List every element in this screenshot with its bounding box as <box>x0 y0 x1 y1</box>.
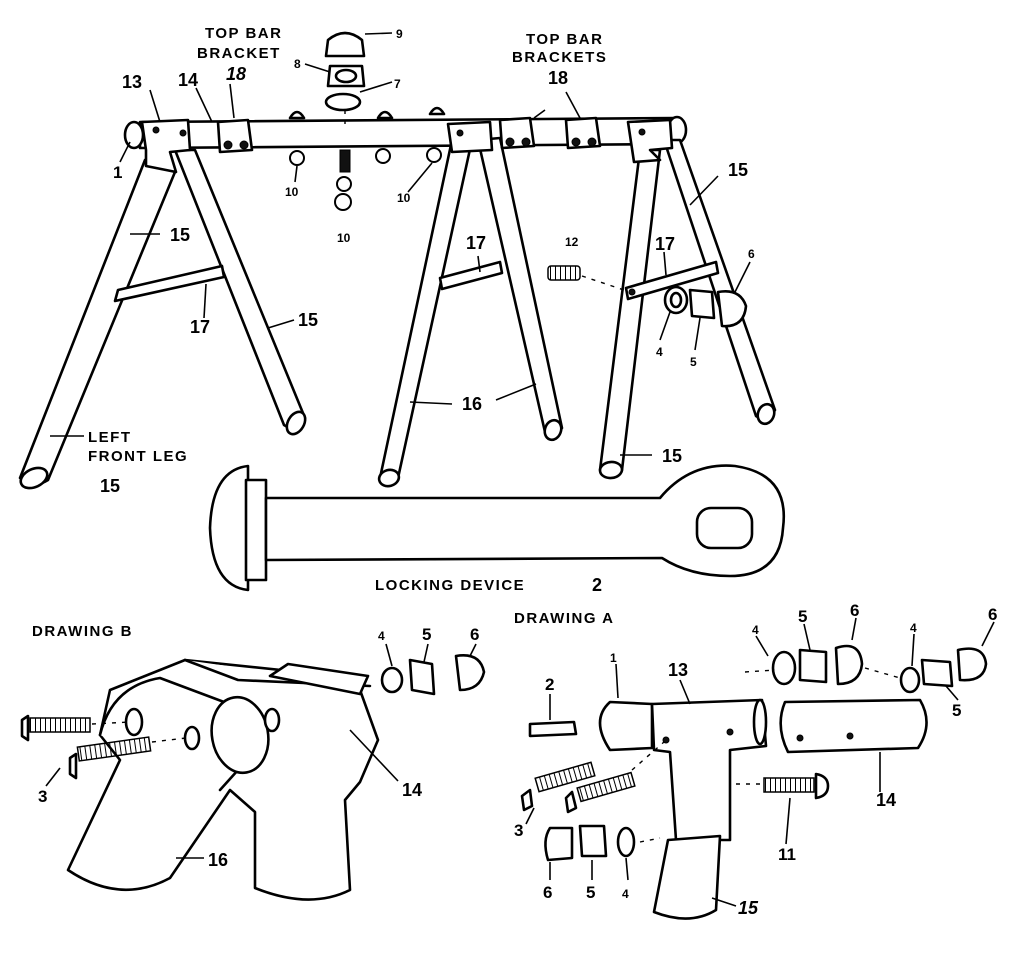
left-a-frame <box>18 148 307 490</box>
left-front-leg-caption-line2: FRONT LEG <box>88 448 188 465</box>
label-15-left-back: 15 <box>298 310 318 330</box>
a-label-2: 2 <box>545 675 554 694</box>
drawing-a-part-numbers: 1 2 3 4 4 4 5 5 5 6 6 6 11 13 14 15 <box>514 601 997 918</box>
label-18-right: 18 <box>548 68 568 88</box>
a-label-4-lower: 4 <box>622 887 629 901</box>
main-part-numbers: 1 2 4 5 6 7 8 9 10 10 10 12 13 14 15 15 … <box>100 27 755 595</box>
label-16: 16 <box>462 394 482 414</box>
label-15-right-back: 15 <box>728 160 748 180</box>
b-label-14: 14 <box>402 780 422 800</box>
label-5: 5 <box>690 355 697 369</box>
a-label-14: 14 <box>876 790 896 810</box>
label-15-left-front-leg: 15 <box>100 476 120 496</box>
a-label-5-upper-right: 5 <box>952 701 961 720</box>
right-a-frame <box>598 138 777 480</box>
label-10-center: 10 <box>337 231 351 245</box>
b-label-4: 4 <box>378 629 385 643</box>
top-bar-brackets-caption-line1: TOP BAR <box>526 31 603 48</box>
label-14: 14 <box>178 70 198 90</box>
swing-hangers <box>288 106 446 211</box>
a-label-1: 1 <box>610 651 617 665</box>
top-bar-bracket-caption-line1: TOP BAR <box>205 25 282 42</box>
label-6: 6 <box>748 247 755 261</box>
a-label-13: 13 <box>668 660 688 680</box>
a-label-5-upper-left: 5 <box>798 607 807 626</box>
a-label-3: 3 <box>514 821 523 840</box>
a-label-5-lower: 5 <box>586 883 595 902</box>
label-10-right: 10 <box>397 191 411 205</box>
a-label-4-upper-right: 4 <box>910 621 917 635</box>
label-13: 13 <box>122 72 142 92</box>
b-label-5: 5 <box>422 625 431 644</box>
a-label-15: 15 <box>738 898 759 918</box>
locking-device-detail <box>208 464 786 592</box>
label-10-left: 10 <box>285 185 299 199</box>
main-leaders <box>50 32 751 456</box>
drawing-a <box>520 617 995 920</box>
a-label-6-upper-right: 6 <box>988 605 997 624</box>
label-17-right: 17 <box>655 234 675 254</box>
middle-a-frame <box>377 136 564 488</box>
captions: TOP BAR BRACKET TOP BAR BRACKETS LEFT FR… <box>32 25 614 640</box>
label-8: 8 <box>294 57 301 71</box>
drawing-a-caption: DRAWING A <box>514 610 614 627</box>
label-1: 1 <box>113 163 122 182</box>
label-15-left-front: 15 <box>170 225 190 245</box>
hanger-exploded-parts <box>324 31 366 130</box>
main-assembly <box>18 31 777 490</box>
label-15-right-front: 15 <box>662 446 682 466</box>
label-2: 2 <box>592 575 602 595</box>
a-label-6-lower: 6 <box>543 883 552 902</box>
label-17-middle: 17 <box>466 233 486 253</box>
label-12: 12 <box>565 235 579 249</box>
drawing-b-caption: DRAWING B <box>32 623 133 640</box>
label-9: 9 <box>396 27 403 41</box>
a-label-6-upper-left: 6 <box>850 601 859 620</box>
right-locking-parts <box>547 265 748 328</box>
b-label-6: 6 <box>470 625 479 644</box>
label-17-left: 17 <box>190 317 210 337</box>
top-bar <box>123 115 688 150</box>
top-bar-brackets <box>216 116 602 154</box>
label-18-left: 18 <box>226 64 246 84</box>
top-bar-brackets-caption-line2: BRACKETS <box>512 49 607 66</box>
label-7: 7 <box>394 77 401 91</box>
drawing-b <box>20 643 486 901</box>
b-label-3: 3 <box>38 787 47 806</box>
top-bar-bracket-caption-line2: BRACKET <box>197 45 281 62</box>
a-label-11: 11 <box>778 845 796 864</box>
drawing-b-part-numbers: 3 4 5 6 14 16 <box>38 625 479 870</box>
left-front-leg-caption-line1: LEFT <box>88 429 132 446</box>
label-4: 4 <box>656 345 663 359</box>
corner-fittings <box>140 118 674 174</box>
locking-device-caption: LOCKING DEVICE <box>375 577 525 594</box>
a-label-4-upper-left: 4 <box>752 623 759 637</box>
b-label-16: 16 <box>208 850 228 870</box>
